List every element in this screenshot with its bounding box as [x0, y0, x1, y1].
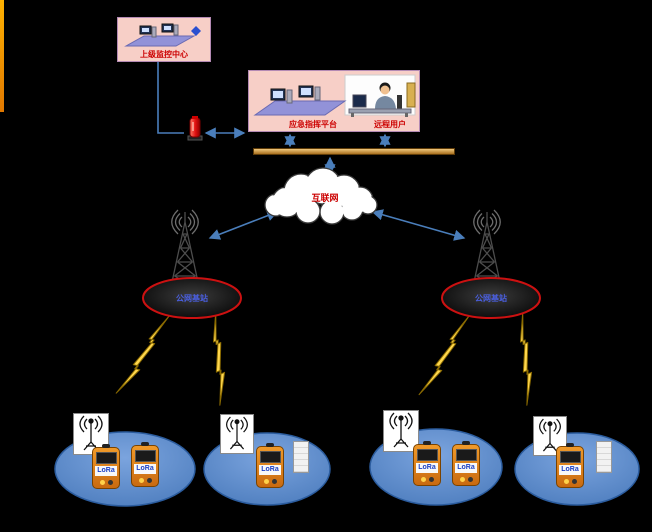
network-bus-bar — [253, 148, 455, 155]
remote-user-label: 远程用户 — [374, 120, 406, 129]
gas-detector-icon: LoRa — [92, 444, 120, 489]
antenna-icon — [533, 416, 567, 456]
gas-detector-icon: LoRa — [131, 442, 159, 487]
monitor-center-box: 上级监控中心 — [117, 17, 211, 62]
edge-cloud-to-left-station — [208, 210, 279, 240]
detector-screen — [560, 451, 581, 463]
lora-label: LoRa — [559, 465, 581, 475]
detector-clip — [566, 443, 574, 447]
gas-detector-icon: LoRa — [556, 443, 584, 488]
lora-label: LoRa — [416, 463, 438, 473]
left-station-label: 公网基站 — [176, 294, 208, 303]
left-base-station-ellipse — [142, 277, 242, 319]
gas-detector-icon: LoRa — [452, 441, 480, 486]
lora-label: LoRa — [95, 466, 117, 476]
lightning-bolt-icon — [198, 311, 237, 406]
monitor-center-illustration — [124, 23, 201, 47]
lora-label: LoRa — [455, 463, 477, 473]
command-platform-box: 应急指挥平台 远程用户 — [248, 70, 420, 132]
gas-detector-icon: LoRa — [413, 441, 441, 486]
alarm-beacon-icon — [185, 114, 205, 142]
detector-clip — [141, 442, 149, 446]
right-station-label: 公网基站 — [475, 294, 507, 303]
internet-label: 互联网 — [311, 193, 339, 203]
detector-clip — [266, 443, 274, 447]
detector-clip — [462, 441, 470, 445]
lightning-bolt-icon — [115, 308, 170, 401]
right-base-station-ellipse — [441, 277, 541, 319]
detector-screen — [456, 449, 477, 461]
detector-screen — [260, 451, 281, 463]
white-device-icon — [596, 441, 612, 473]
edge-cloud-to-right-station — [371, 209, 466, 241]
detector-screen — [417, 449, 438, 461]
lightning-bolt-icon — [418, 308, 470, 402]
platform-illustration — [253, 74, 416, 117]
left-orange-strip — [0, 0, 4, 112]
lora-label: LoRa — [134, 464, 156, 474]
platform-label: 应急指挥平台 — [289, 120, 337, 129]
lightning-bolt-icon — [505, 311, 544, 406]
lora-label: LoRa — [259, 465, 281, 475]
wireless-links — [115, 308, 544, 406]
detector-screen — [135, 450, 156, 462]
gas-detector-icon: LoRa — [256, 443, 284, 488]
white-device-icon — [293, 441, 309, 473]
antenna-icon — [220, 414, 254, 454]
detector-screen — [96, 452, 117, 464]
detector-clip — [102, 444, 110, 448]
detector-clip — [423, 441, 431, 445]
monitor-center-label: 上级监控中心 — [140, 50, 188, 59]
cloud-icon — [264, 167, 378, 225]
edge-monitor-to-beacon — [157, 62, 184, 134]
